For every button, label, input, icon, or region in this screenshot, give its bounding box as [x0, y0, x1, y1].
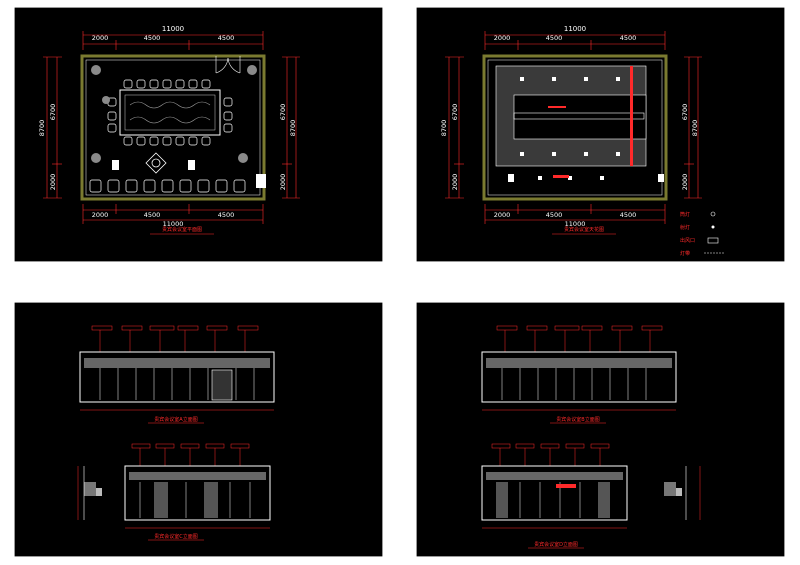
elevation-caption: 贵宾会议室C立面图 — [154, 533, 198, 540]
annotation-leaders — [491, 443, 610, 466]
ceiling-hatch-band — [495, 65, 647, 167]
right-overall-label: 8700 — [691, 120, 699, 137]
top-dimension-lines — [484, 31, 666, 50]
bottom-dimension-lines — [82, 204, 264, 224]
room-walls — [482, 54, 668, 201]
dimension-segment: 2000 — [681, 174, 689, 191]
dimension-segment: 4500 — [218, 211, 235, 219]
air-vent-symbol-icon — [707, 237, 719, 244]
dimension-segment: 2000 — [451, 174, 459, 191]
left-dimension-lines — [43, 56, 62, 199]
conference-table — [119, 89, 221, 136]
curtain-panel — [598, 482, 610, 518]
elevation-outline — [124, 465, 271, 521]
wall-panels — [501, 368, 647, 400]
panel-frame — [13, 301, 384, 558]
ceiling-accents — [548, 66, 633, 178]
dimension-segment: 4500 — [620, 211, 637, 219]
panel-ceiling-plan: 11000 2000 4500 4500 8700 6700 2000 8700… — [415, 6, 786, 263]
elevation-accent — [556, 484, 576, 488]
chairs — [107, 79, 233, 146]
inner-wall-line — [85, 59, 261, 196]
elevation-caption: 贵宾会议室B立面图 — [556, 416, 599, 423]
downlight-symbol-icon — [710, 211, 716, 217]
dimension-segment: 4500 — [620, 34, 637, 42]
dimension-segment: 4500 — [218, 34, 235, 42]
annotation-leaders — [91, 325, 259, 352]
elevation-caption: 贵宾会议室D立面图 — [534, 541, 578, 548]
ceiling-legend: 筒灯 射灯 出风口 灯带 — [680, 211, 724, 257]
centerpiece-symbol — [145, 152, 167, 174]
spotlight-symbol-icon — [711, 225, 715, 229]
downlights — [508, 77, 664, 182]
dimension-segment: 4500 — [144, 34, 161, 42]
left-overall-label: 8700 — [38, 120, 46, 137]
annotation-leaders — [496, 325, 663, 352]
bottom-total-label: 11000 — [163, 220, 184, 228]
dimension-segment: 2000 — [494, 34, 511, 42]
overall-width-label: 11000 — [564, 25, 586, 33]
curtain-panel — [204, 482, 218, 518]
curtain-panel — [154, 482, 168, 518]
dimension-segment: 2000 — [494, 211, 511, 219]
ceiling-molding — [129, 472, 266, 480]
dimension-segment: 4500 — [546, 211, 563, 219]
right-dimension-lines — [684, 56, 702, 199]
panel-elevations-left: 贵宾会议室A立面图 贵宾会议室C立面图 — [13, 301, 384, 558]
panel-frame — [415, 301, 786, 558]
wall-panels — [99, 368, 255, 400]
elevation-c: 贵宾会议室C立面图 — [77, 443, 271, 541]
elevation-outline — [481, 351, 677, 403]
left-overall-label: 8700 — [440, 120, 448, 137]
inner-wall-line — [487, 59, 663, 196]
door-symbol — [215, 56, 241, 74]
plan-caption: 贵宾会议室平面图 — [162, 226, 202, 233]
bottom-total-label: 11000 — [565, 220, 586, 228]
room-walls — [80, 54, 266, 201]
dimension-segment: 6700 — [279, 104, 287, 121]
dimension-segment: 2000 — [49, 174, 57, 191]
annotation-leaders — [131, 443, 250, 466]
elevation-d: 贵宾会议室D立面图 — [481, 443, 701, 549]
section-detail — [77, 466, 102, 520]
left-dimension-lines — [445, 56, 464, 199]
ceiling-molding — [486, 358, 672, 368]
legend-label: 出风口 — [680, 237, 695, 244]
dimension-segment: 2000 — [279, 174, 287, 191]
dimension-segment: 6700 — [681, 104, 689, 121]
curtain-panel — [496, 482, 508, 518]
light-trough — [513, 112, 645, 120]
elevation-outline — [481, 465, 628, 521]
ceiling-molding — [486, 472, 623, 480]
right-dimension-lines — [282, 56, 300, 199]
top-dimension-lines — [82, 31, 264, 50]
overall-width-label: 11000 — [162, 25, 184, 33]
legend-label: 筒灯 — [680, 211, 690, 218]
elevation-a: 贵宾会议室A立面图 — [79, 325, 275, 424]
panel-elevations-right: 贵宾会议室B立面图 贵宾会议室D立面图 — [415, 301, 786, 558]
armchair-row — [89, 179, 246, 193]
elevation-door — [211, 369, 233, 401]
elevation-outline — [79, 351, 275, 403]
plan-caption: 贵宾会议室天花图 — [564, 226, 604, 233]
bottom-dimension-lines — [484, 204, 666, 224]
dimension-segment: 4500 — [144, 211, 161, 219]
panel-floor-plan: 11000 2000 4500 4500 8700 6700 2000 8700… — [13, 6, 384, 263]
plant-symbols — [91, 65, 257, 163]
dimension-segment: 2000 — [92, 34, 109, 42]
dimension-segment: 4500 — [546, 34, 563, 42]
dimension-segment: 6700 — [451, 104, 459, 121]
legend-label: 射灯 — [680, 224, 690, 231]
wall-panels — [139, 482, 251, 518]
dimension-segment: 6700 — [49, 104, 57, 121]
right-overall-label: 8700 — [289, 120, 297, 137]
legend-label: 灯带 — [680, 250, 690, 257]
section-detail — [664, 466, 701, 520]
ceiling-molding — [84, 358, 270, 368]
elevation-caption: 贵宾会议室A立面图 — [154, 416, 197, 423]
elevation-b: 贵宾会议室B立面图 — [481, 325, 677, 424]
dimension-segment: 2000 — [92, 211, 109, 219]
columns — [112, 160, 266, 188]
